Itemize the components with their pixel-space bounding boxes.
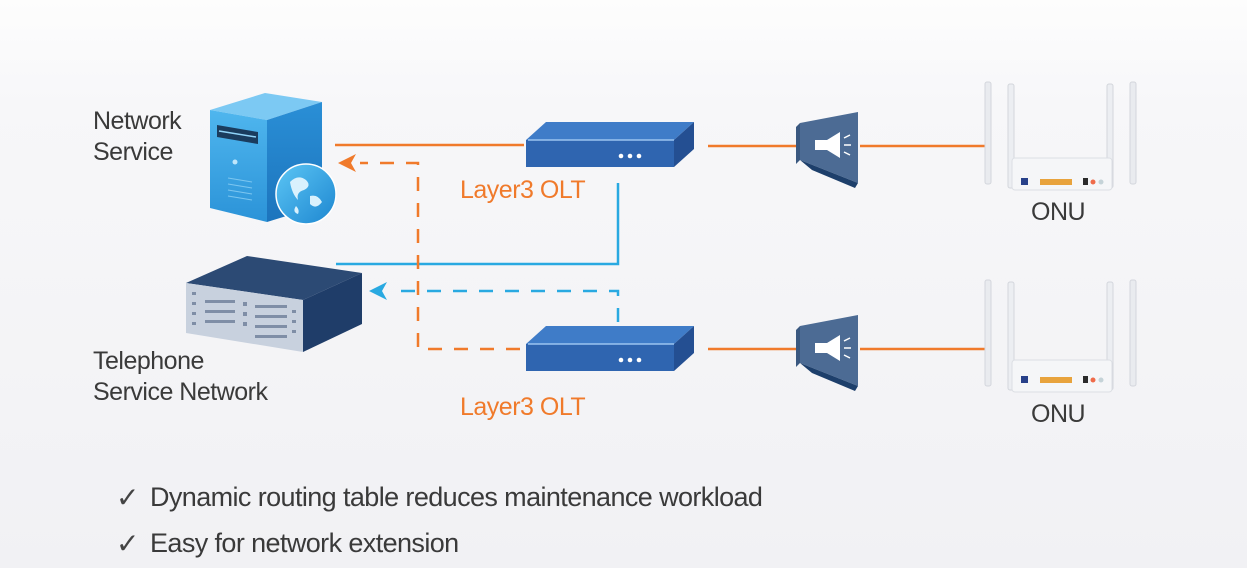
- olt-device-icon: [526, 122, 694, 167]
- olt-top-label: Layer3 OLT: [460, 176, 586, 204]
- link-olt-bottom-telephone-dashed: [392, 289, 620, 322]
- network-service-label-line1: Network: [93, 107, 182, 135]
- benefit-item: ✓ Easy for network extension: [116, 520, 762, 566]
- benefit-item: ✓ Dynamic routing table reduces maintena…: [116, 474, 763, 520]
- checkmark-icon: ✓: [116, 480, 139, 514]
- telephone-service-label: Telephone Service Network: [93, 346, 268, 408]
- server-globe-icon: [210, 93, 337, 225]
- network-service-label-line2: Service: [93, 138, 173, 166]
- link-olt-bottom-network-dashed: [360, 161, 520, 351]
- network-service-label: Network Service: [93, 106, 182, 168]
- router-icon: [984, 81, 1137, 191]
- benefit-text: Easy for network extension: [150, 527, 459, 558]
- arrow-head-blue: [369, 282, 387, 300]
- olt-bottom-label: Layer3 OLT: [460, 393, 586, 421]
- arrow-head-orange: [338, 154, 356, 172]
- onu-bottom-label: ONU: [1031, 400, 1086, 428]
- checkmark-icon: ✓: [116, 526, 139, 560]
- olt-device-icon: [526, 326, 694, 371]
- telephone-service-label-line1: Telephone: [93, 347, 204, 375]
- benefit-text: Dynamic routing table reduces maintenanc…: [150, 481, 763, 512]
- telephone-switch-icon: [186, 256, 362, 352]
- optical-splitter-icon: [796, 315, 858, 391]
- optical-splitter-icon: [796, 112, 858, 188]
- benefits-list: ✓ Dynamic routing table reduces maintena…: [116, 474, 763, 566]
- link-olt-top-telephone: [336, 183, 620, 266]
- router-icon: [984, 279, 1137, 393]
- onu-top-label: ONU: [1031, 198, 1086, 226]
- telephone-service-label-line2: Service Network: [93, 378, 268, 406]
